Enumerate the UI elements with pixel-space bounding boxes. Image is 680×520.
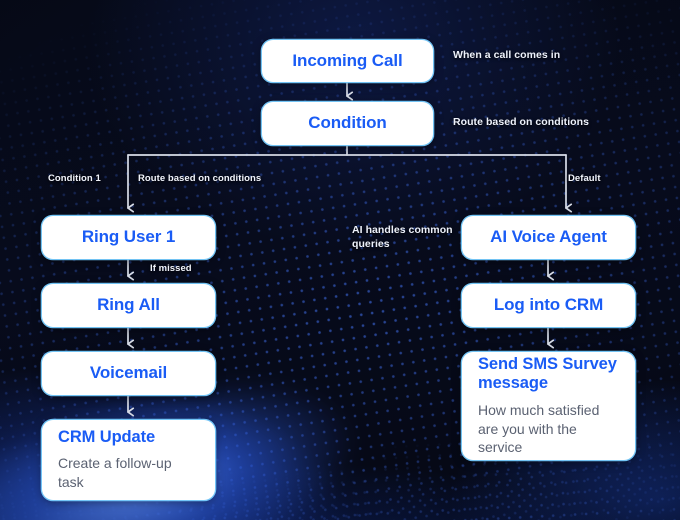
node-title: Condition xyxy=(308,113,387,133)
node-ring-all[interactable]: Ring All xyxy=(42,284,215,327)
node-condition[interactable]: Condition xyxy=(262,102,433,145)
node-ai-voice-agent[interactable]: AI Voice Agent xyxy=(462,216,635,259)
edge-label-condition-1: Condition 1 xyxy=(48,173,101,184)
node-title: CRM Update xyxy=(58,428,156,447)
node-title: Send SMS Survey message xyxy=(478,354,617,393)
annotation-condition: Route based on conditions xyxy=(453,116,590,128)
node-subtitle: How much satisfied are you with the serv… xyxy=(478,401,600,456)
edge-label-route-based-on-conditions: Route based on conditions xyxy=(138,173,262,184)
node-subtitle: Create a follow-up task xyxy=(58,455,172,491)
edge-label-default: Default xyxy=(568,173,601,184)
node-title: Ring User 1 xyxy=(81,227,176,247)
annotation-incoming-call: When a call comes in xyxy=(453,49,561,61)
node-title: Incoming Call xyxy=(292,50,403,70)
node-crm-update[interactable]: CRM Update Create a follow-up task xyxy=(42,420,215,500)
node-title: Ring All xyxy=(97,295,160,315)
node-title: AI Voice Agent xyxy=(490,227,607,247)
node-title: Log into CRM xyxy=(493,295,604,315)
node-ring-user-1[interactable]: Ring User 1 xyxy=(42,216,215,259)
annotation-ai-voice-agent: AI handles common queries xyxy=(352,224,453,250)
node-incoming-call[interactable]: Incoming Call xyxy=(262,40,433,82)
node-send-sms-survey[interactable]: Send SMS Survey message How much satisfi… xyxy=(462,352,635,460)
node-title: Voicemail xyxy=(89,363,168,383)
node-log-into-crm[interactable]: Log into CRM xyxy=(462,284,635,327)
edge-label-if-missed: If missed xyxy=(150,263,192,274)
node-voicemail[interactable]: Voicemail xyxy=(42,352,215,395)
